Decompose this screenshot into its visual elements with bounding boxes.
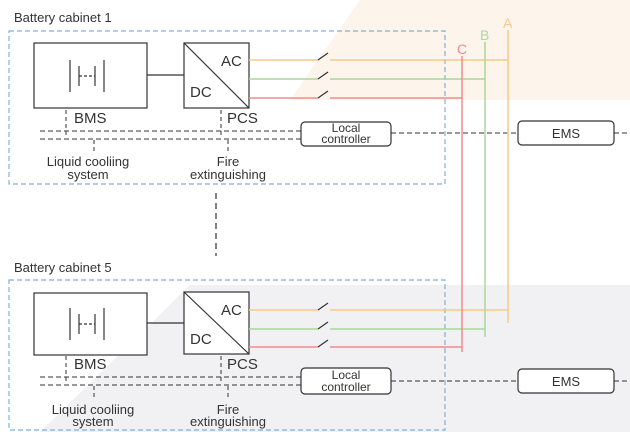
cabinet-title: Battery cabinet 5 bbox=[14, 260, 112, 275]
breaker-switches bbox=[317, 302, 329, 348]
pcs-dc-label: DC bbox=[190, 331, 212, 348]
bus-label-b: B bbox=[480, 27, 489, 43]
ems-label: EMS bbox=[552, 374, 581, 389]
pcs-ac-label: AC bbox=[221, 53, 242, 70]
liquid-cooling-label-line1: Liquid cooliing bbox=[52, 402, 134, 417]
pcs-label: PCS bbox=[227, 110, 258, 127]
cabinet-title: Battery cabinet 1 bbox=[14, 10, 112, 25]
liquid-cooling-label-line2: system bbox=[72, 414, 113, 429]
pcs-diagonal bbox=[183, 291, 250, 355]
local-controller-box bbox=[300, 121, 392, 147]
pcs-ac-label: AC bbox=[221, 302, 242, 319]
local-controller-label-line1: Local bbox=[332, 121, 361, 135]
fire-extinguishing-label-line1: Fire bbox=[217, 402, 239, 417]
pcs-label: PCS bbox=[227, 356, 258, 373]
breaker-switches bbox=[317, 52, 329, 99]
liquid-cooling-label-line2: system bbox=[67, 167, 108, 182]
pcs-dc-label: DC bbox=[190, 84, 212, 101]
cabinet-border bbox=[8, 30, 446, 185]
battery-cabinet-1: Battery cabinet 1 AC DC BMS PCS bbox=[8, 10, 630, 185]
liquid-cooling-label-line1: Liquid cooliing bbox=[47, 154, 129, 169]
local-controller-box bbox=[300, 367, 392, 395]
local-controller-label-line2: controller bbox=[321, 132, 370, 146]
ems-box bbox=[517, 120, 615, 146]
bms-label: BMS bbox=[74, 356, 107, 373]
battery-icon bbox=[69, 60, 105, 92]
pcs-diagonal bbox=[183, 42, 250, 109]
ems-label: EMS bbox=[552, 126, 581, 141]
battery-cabinet-5: Battery cabinet 5 AC DC BMS PCS bbox=[8, 260, 630, 431]
cabinet-border bbox=[8, 279, 446, 431]
local-controller-label-line2: controller bbox=[321, 380, 370, 394]
background-shape-top bbox=[290, 0, 630, 100]
bms-label: BMS bbox=[74, 110, 107, 127]
fire-extinguishing-label-line2: extinguishing bbox=[190, 414, 266, 429]
ac-bus: A B C bbox=[457, 15, 513, 352]
battery-icon bbox=[69, 308, 105, 340]
ems-box bbox=[517, 368, 615, 394]
local-controller-label-line1: Local bbox=[332, 368, 361, 382]
fire-extinguishing-label-line1: Fire bbox=[217, 154, 239, 169]
bus-label-c: C bbox=[457, 41, 467, 57]
bus-label-a: A bbox=[503, 15, 513, 31]
fire-extinguishing-label-line2: extinguishing bbox=[190, 167, 266, 182]
